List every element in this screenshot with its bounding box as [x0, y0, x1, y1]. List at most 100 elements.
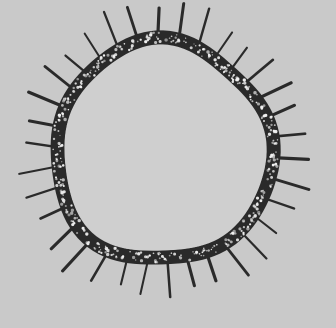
ring-speckle	[54, 166, 56, 168]
ring-speckle	[58, 119, 61, 122]
ring-speckle	[271, 184, 273, 186]
spike-3	[267, 199, 294, 208]
ring-speckle	[227, 246, 228, 247]
spike-29	[217, 32, 233, 55]
ring-speckle	[67, 211, 68, 212]
ring-speckle	[157, 38, 159, 40]
ring-speckle	[238, 227, 241, 230]
ring-speckle	[154, 41, 157, 44]
ring-speckle	[55, 184, 58, 187]
spike-33	[272, 105, 295, 115]
ring-speckle	[87, 73, 89, 75]
ring-speckle	[214, 65, 216, 67]
ring-speckle	[140, 251, 142, 253]
ring-speckle	[73, 90, 76, 93]
ring-speckle	[241, 230, 243, 232]
ring-speckle	[135, 253, 137, 255]
ring-speckle	[275, 151, 276, 152]
ring-speckle	[153, 32, 155, 34]
spike-32	[260, 83, 291, 98]
ring-speckle	[97, 67, 98, 68]
ring-speckle	[75, 82, 77, 84]
ring-speckle	[228, 74, 230, 76]
ring-speckle	[192, 251, 193, 252]
ring-speckle	[248, 86, 250, 88]
ring-speckle	[135, 259, 136, 260]
ring-speckle	[153, 252, 155, 254]
ring-speckle	[212, 247, 214, 249]
ring-speckle	[116, 249, 119, 252]
ring-speckle	[227, 64, 228, 65]
ring-speckle	[203, 250, 205, 252]
ring-speckle	[202, 48, 205, 51]
ring-speckle	[164, 38, 167, 41]
ring-speckle	[124, 43, 126, 45]
ring-speckle	[216, 244, 218, 246]
spike-26	[158, 8, 159, 32]
ring-speckle	[66, 101, 69, 104]
ring-speckle	[256, 94, 258, 96]
spike-31	[247, 60, 273, 82]
ring-speckle	[223, 71, 225, 73]
ring-speckle	[260, 190, 262, 192]
ring-speckle	[237, 80, 238, 81]
ring-speckle	[67, 98, 69, 100]
ring-speckle	[59, 143, 61, 145]
ring-speckle	[121, 256, 123, 258]
ring-speckle	[263, 120, 265, 122]
ring-speckle	[87, 242, 90, 245]
ring-speckle	[158, 32, 160, 34]
ring-speckle	[232, 75, 234, 77]
ring-speckle	[169, 37, 171, 39]
spike-24	[104, 12, 117, 46]
ring-speckle	[80, 86, 82, 88]
ring-speckle	[76, 217, 78, 219]
ring-speckle	[188, 259, 191, 262]
spike-4	[257, 218, 276, 233]
ring-speckle	[83, 229, 86, 232]
ring-speckle	[60, 179, 62, 181]
ring-speckle	[68, 213, 71, 216]
ring-speckle	[105, 247, 108, 250]
ring-speckle	[267, 169, 270, 172]
ring-speckle	[220, 68, 221, 69]
ring-speckle	[61, 198, 64, 201]
ring-speckle	[88, 75, 90, 77]
ring-speckle	[74, 214, 76, 216]
ring-speckle	[114, 48, 117, 51]
ring-speckle	[253, 91, 256, 94]
ring-speckle	[270, 176, 273, 179]
spike-28	[199, 9, 209, 43]
ring-speckle	[61, 161, 62, 162]
ring-speckle	[100, 249, 101, 250]
ring-speckle	[74, 217, 77, 220]
ring-speckle	[276, 158, 278, 160]
spike-27	[180, 4, 184, 35]
ring-speckle	[58, 114, 61, 117]
ring-speckle	[72, 223, 74, 225]
ring-speckle	[208, 54, 210, 56]
ring-speckle	[73, 99, 75, 101]
ring-speckle	[256, 102, 258, 104]
ring-speckle	[245, 86, 246, 87]
spike-11	[121, 261, 127, 285]
ring-speckle	[274, 124, 276, 126]
ring-speckle	[146, 34, 148, 36]
ring-speckle	[131, 44, 134, 47]
ring-speckle	[259, 199, 262, 202]
ring-speckle	[65, 205, 67, 207]
ring-speckle	[273, 132, 275, 134]
ring-speckle	[230, 240, 233, 243]
ring-speckle	[271, 120, 273, 122]
ring-speckle	[121, 48, 123, 50]
ring-speckle	[154, 259, 157, 262]
ring-speckle	[217, 56, 220, 59]
ring-speckle	[98, 250, 101, 253]
ring-speckle	[175, 37, 177, 39]
ring-speckle	[201, 55, 202, 56]
spike-2	[274, 179, 309, 189]
ring-speckle	[193, 43, 194, 44]
ring-speckle	[58, 165, 61, 168]
ring-speckle	[78, 219, 81, 222]
